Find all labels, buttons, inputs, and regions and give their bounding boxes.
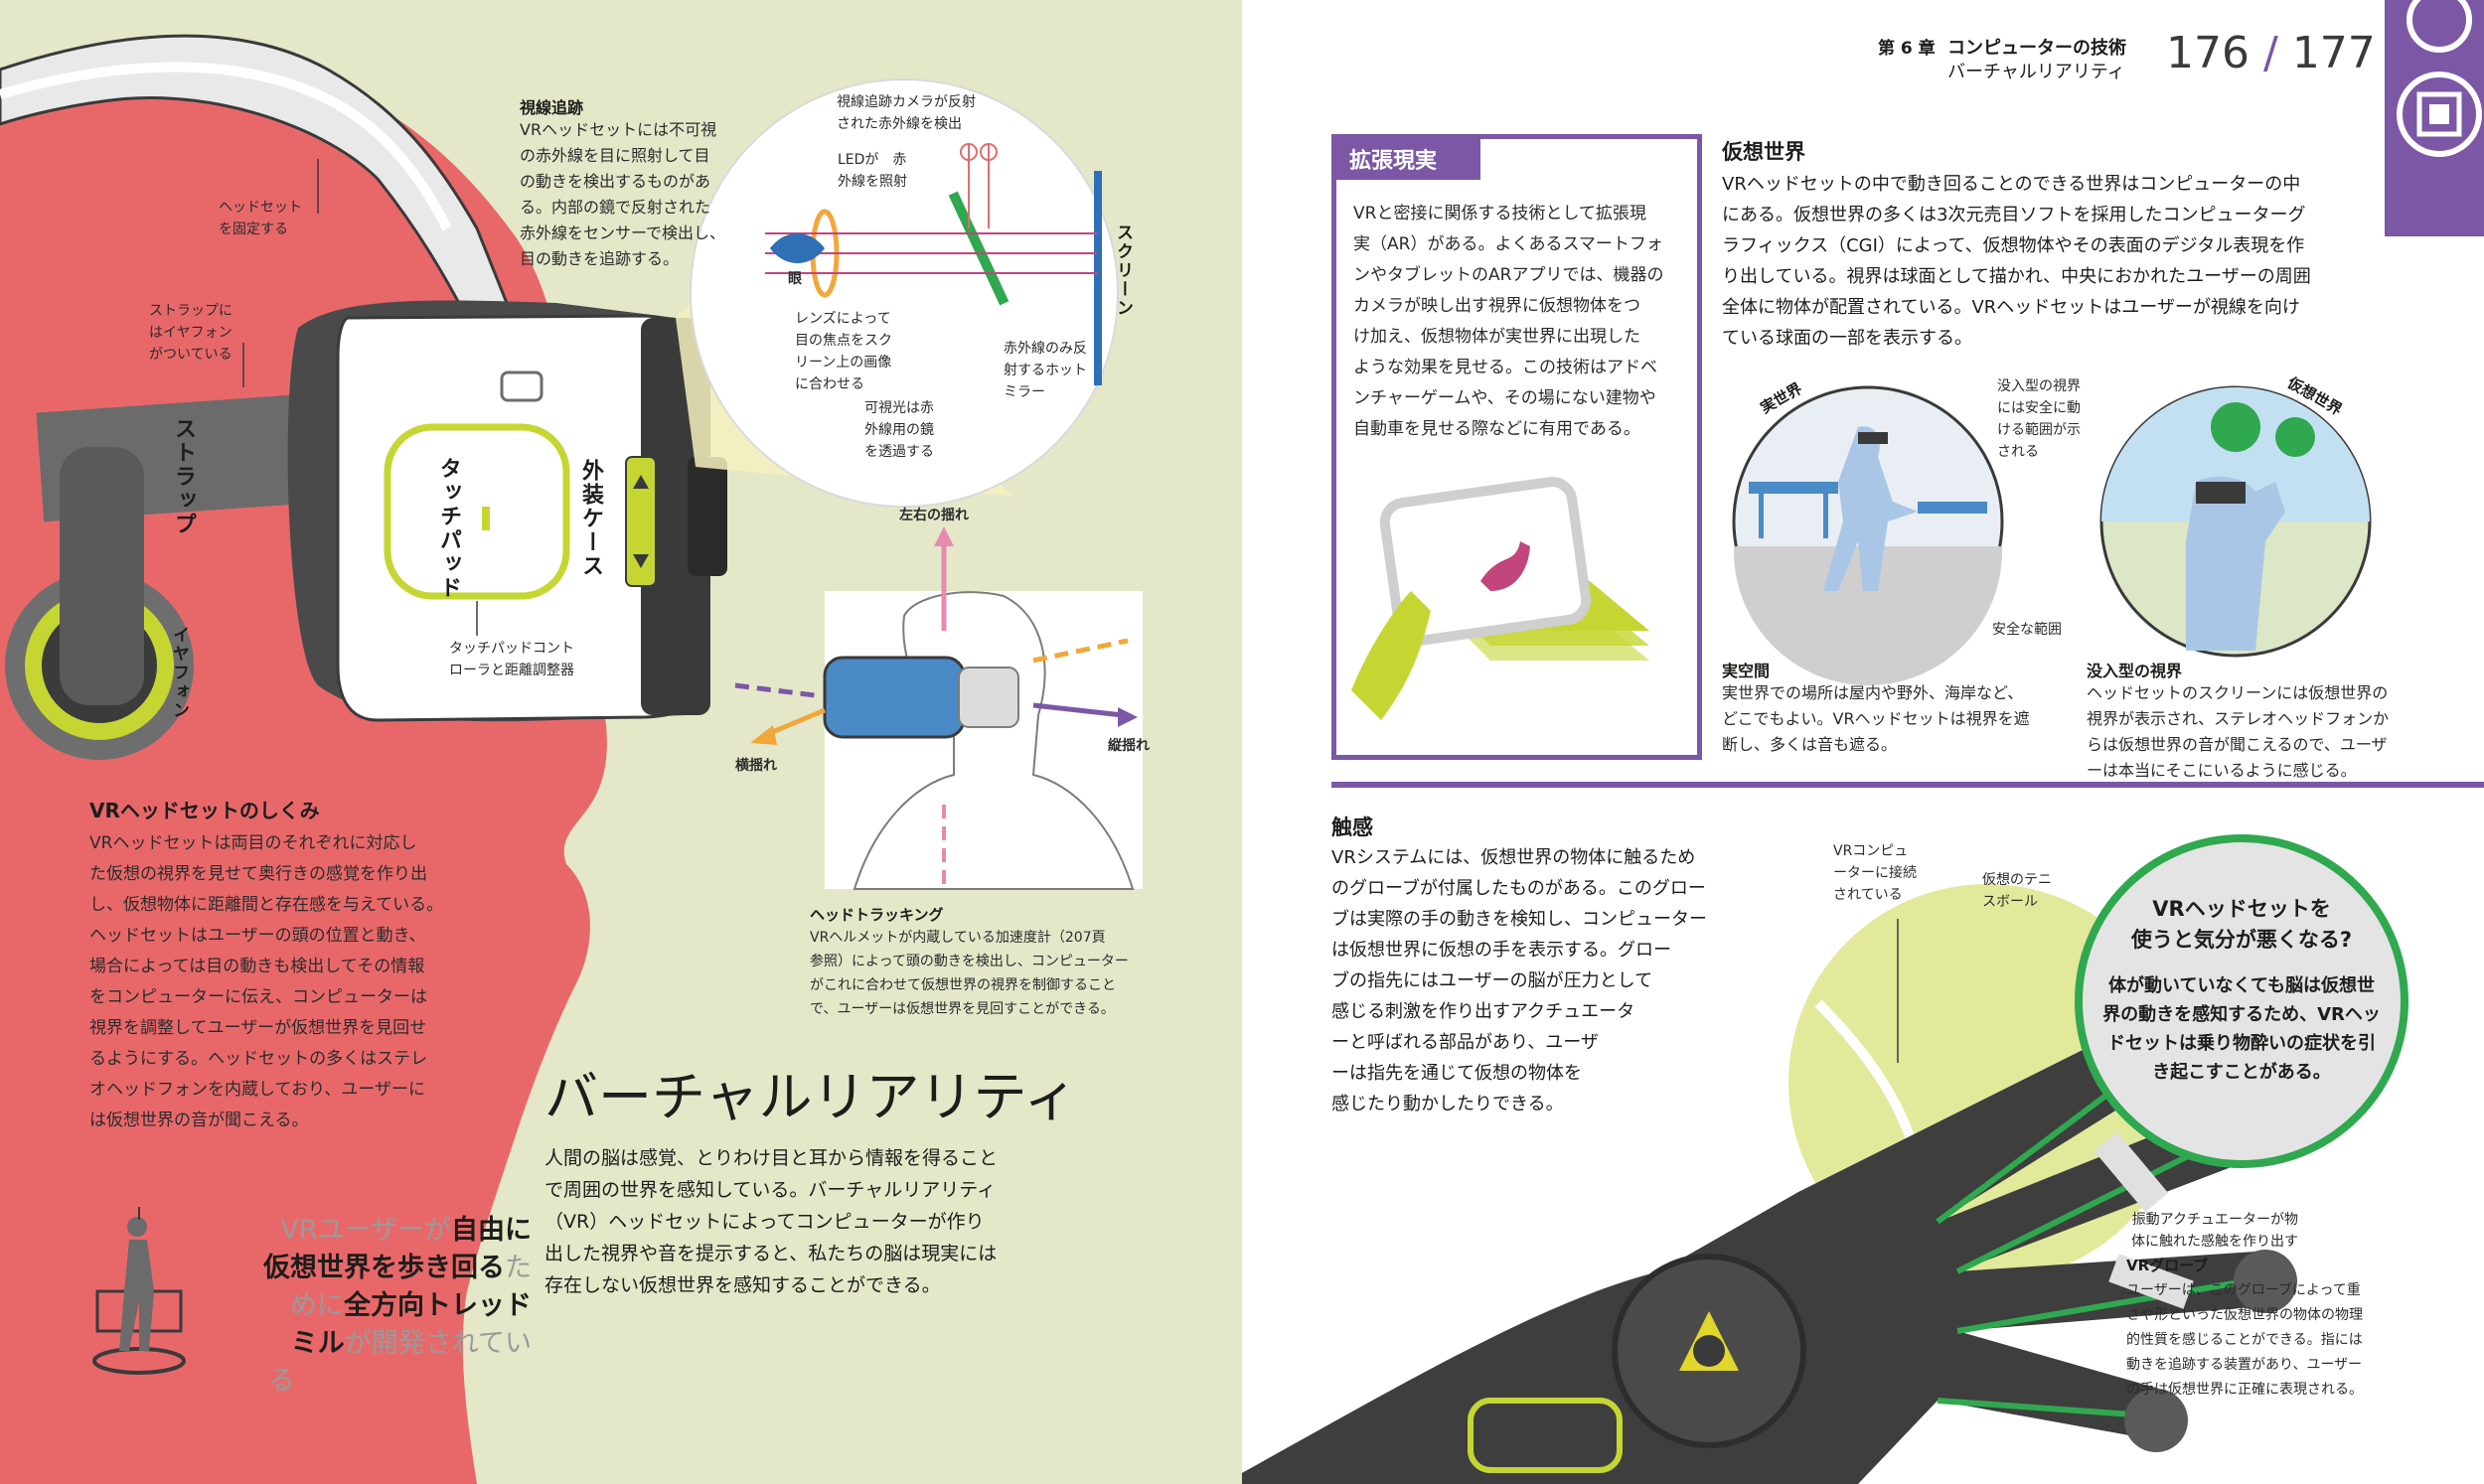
glove-heading: VRグローブ xyxy=(2126,1257,2209,1274)
right-page: 第 6 章 コンピューターの技術 バーチャルリアリティ 176 / 177 拡張… xyxy=(1242,0,2484,1484)
head-tracking-body: VRヘルメットが内蔵している加速度計（207頁 参照）によって頭の動きを検出し、… xyxy=(810,930,1129,1017)
immersive-body: ヘッドセットのスクリーンには仮想世界の 視界が表示され、ステレオヘッドフォンか … xyxy=(2087,683,2390,780)
label-connected: VRコンピュ ーターに接続 されている xyxy=(1833,843,1917,903)
motion-sickness-body: 体が動いていなくても脳は仮想世 界の動きを感知するため、VRヘッ ドセットは乗り… xyxy=(2102,975,2381,1083)
label-lr-sway: 左右の揺れ xyxy=(899,508,969,523)
label-immersive-area: 没入型の視界 には安全に動 ける範囲が示 される xyxy=(1997,378,2081,460)
glove-body: ユーザーは、このグローブによって重 さや形といった仮想世界の物体の物理 的性質を… xyxy=(2126,1282,2363,1398)
page-number-right: 177 xyxy=(2291,28,2376,78)
page-numbers: 176 / 177 xyxy=(2166,28,2376,78)
headset-heading: VRヘッドセットのしくみ xyxy=(89,799,320,822)
earphone-arm xyxy=(60,447,144,705)
real-space-heading: 実空間 xyxy=(1722,662,1771,680)
label-safe-area: 安全な範囲 xyxy=(1992,622,2062,638)
section-divider xyxy=(1331,782,2484,788)
eye-tracking-heading: 視線追跡 xyxy=(520,98,584,117)
headset-body: VRヘッドセットは両目のそれぞれに対応し た仮想の視界を見せて奥行きの感覚を作り… xyxy=(89,833,444,1130)
eye-tracking-body: VRヘッドセットには不可視 の赤外線を目に照射して目 の動きを検出するものがあ … xyxy=(520,120,726,268)
label-virtual-ball: 仮想のテニ スボール xyxy=(1982,872,2052,910)
label-lens: レンズによって 目の焦点をスク リーン上の画像 に合わせる xyxy=(795,311,892,392)
intro-text: 人間の脳は感覚、とりわけ目と耳から情報を得ること で周囲の世界を感知している。バ… xyxy=(544,1147,999,1296)
label-camera: 視線追跡カメラが反射 された赤外線を検出 xyxy=(837,94,976,132)
chapter-tab xyxy=(2385,0,2484,228)
label-earphone: イヤフォン xyxy=(169,626,189,720)
label-visible-mirror: 可視光は赤 外線用の鏡 を透過する xyxy=(864,400,934,460)
treadmill-figure xyxy=(92,1207,186,1375)
touch-heading: 触感 xyxy=(1331,816,1373,839)
immersive-heading: 没入型の視界 xyxy=(2087,662,2183,680)
label-pitch: 縦揺れ xyxy=(1108,738,1150,754)
label-screen: スクリーン xyxy=(1113,223,1133,318)
motion-sickness-callout xyxy=(2075,834,2408,1168)
label-touchpad: タッチパッド xyxy=(436,457,461,600)
label-case: 外装ケース xyxy=(578,459,603,578)
label-touchpad-controller: タッチパッドコント ローラと距離調整器 xyxy=(449,641,574,678)
label-strap-earphone: ストラップに はイヤフォン がついている xyxy=(149,303,233,363)
section-title: バーチャルリアリティ xyxy=(1947,62,2125,82)
label-strap: ストラップ xyxy=(171,417,196,536)
virtual-world-body: VRヘッドセットの中で動き回ることのできる世界はコンピューターの中 にある。仮想… xyxy=(1722,174,2311,349)
motion-sickness-heading: VRヘッドセットを 使うと気分が悪くなる? xyxy=(2130,897,2353,952)
chapter-number: 第 6 章 xyxy=(1878,39,1936,59)
label-eye: 眼 xyxy=(788,271,802,287)
virtual-world-illustration xyxy=(1732,385,2372,685)
head-tracking-heading: ヘッドトラッキング xyxy=(810,906,944,924)
headset-illustration xyxy=(0,34,1143,1484)
chapter-title: コンピューターの技術 xyxy=(1947,38,2126,59)
page-number-left: 176 xyxy=(2166,28,2250,78)
label-fix-headset: ヘッドセット を固定する xyxy=(219,200,302,237)
label-yaw: 横揺れ xyxy=(735,758,777,774)
eye-shape xyxy=(770,233,825,263)
label-led: LEDが 赤 外線を照射 xyxy=(838,152,907,190)
label-hot-mirror: 赤外線のみ反 射するホット ミラー xyxy=(1004,341,1087,400)
eye-tracking-circle xyxy=(690,78,1119,508)
ar-illustration xyxy=(1351,477,1649,720)
page-separator: / xyxy=(2262,28,2278,78)
label-actuator: 振動アクチュエーターが物 体に触れた感触を作り出す xyxy=(2131,1212,2298,1250)
page-title: バーチャルリアリティ xyxy=(544,1066,1078,1128)
treadmill-callout: VRユーザーが自由に 仮想世界を歩き回るた めに全方向トレッド ミルが開発されて… xyxy=(263,1215,532,1397)
ar-heading: 拡張現実 xyxy=(1349,149,1438,174)
left-page: ヘッドセット を固定する ストラップに はイヤフォン がついている ストラップ … xyxy=(0,0,1242,1484)
virtual-world-heading: 仮想世界 xyxy=(1722,140,1805,164)
ar-body: VRと密接に関係する技術として拡張現 実（AR）がある。よくあるスマートフォ ン… xyxy=(1353,204,1664,439)
touch-body: VRシステムには、仮想世界の物体に触るため のグローブが付属したものがある。この… xyxy=(1331,847,1707,1114)
real-space-body: 実世界での場所は屋内や野外、海岸など、 どこでもよい。VRヘッドセットは視界を遮… xyxy=(1722,683,2030,754)
